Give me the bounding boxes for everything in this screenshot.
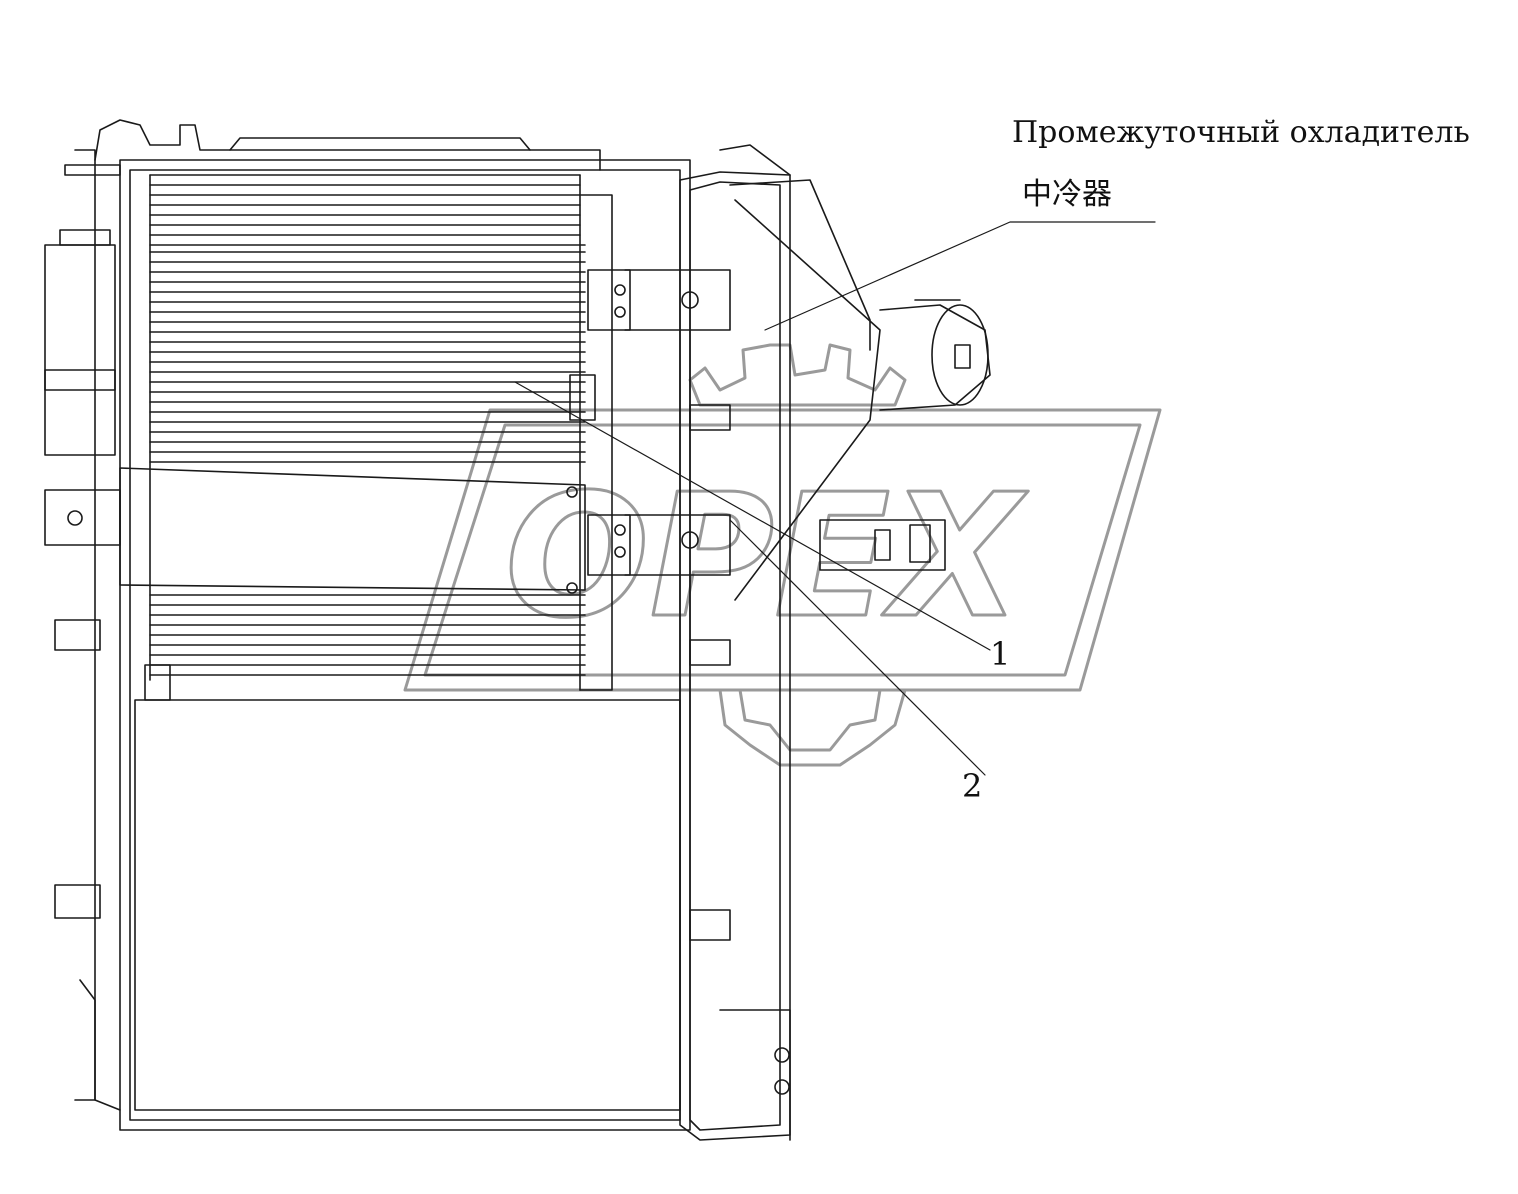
leader-line-1 [514,381,991,651]
condenser-core [94,119,691,1131]
intercooler [624,144,991,1141]
leader-lines [514,221,1156,776]
watermark-frame-inner [423,423,1142,677]
sensor-box [819,519,946,571]
callout-number-1: 1 [990,635,1011,673]
leader-line-intercooler [764,221,1156,331]
intercooler-label-ru: Промежуточный охладитель [1012,115,1470,150]
watermark-logo: OPEX [403,343,1162,767]
intercooler-label-zh: 中冷器 [1022,177,1112,212]
leader-line-2 [729,519,986,776]
watermark-gear-bottom [718,688,907,767]
watermark-frame-outer [403,408,1162,692]
receiver-drier [44,149,171,1111]
callout-number-2: 2 [962,767,983,805]
watermark-gear [688,343,907,407]
mounting-strap [119,467,586,591]
